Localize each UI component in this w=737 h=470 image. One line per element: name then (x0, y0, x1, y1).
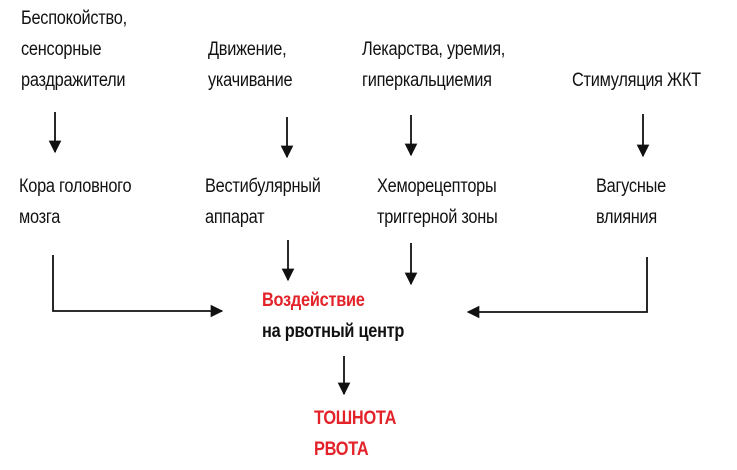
center-label-effect: Воздействие (262, 290, 365, 311)
center-label-target: на рвотный центр (262, 321, 405, 342)
cause-motion: Движение, укачивание (208, 39, 293, 91)
receptor-cortex: Кора головного мозга (19, 176, 132, 228)
vomiting-center: Воздействие на рвотный центр (262, 285, 404, 347)
outcome-nausea: ТОШНОТА (314, 408, 397, 429)
cause-gi-stimulation: Стимуляция ЖКТ (572, 70, 701, 91)
cause-anxiety: Беспокойство, сенсорные раздражители (21, 8, 127, 91)
receptor-vagal: Вагусные влияния (596, 176, 666, 228)
receptor-vestibular: Вестибулярный аппарат (205, 176, 321, 228)
arrow-vagal-to-center (466, 257, 648, 319)
receptor-chemoreceptor: Хеморецепторы триггерной зоны (377, 176, 498, 228)
cause-drugs: Лекарства, уремия, гиперкальциемия (362, 39, 506, 91)
arrow-cortex-to-center (52, 255, 224, 318)
outcome: ТОШНОТА РВОТА (314, 403, 396, 465)
outcome-vomiting: РВОТА (314, 439, 369, 460)
